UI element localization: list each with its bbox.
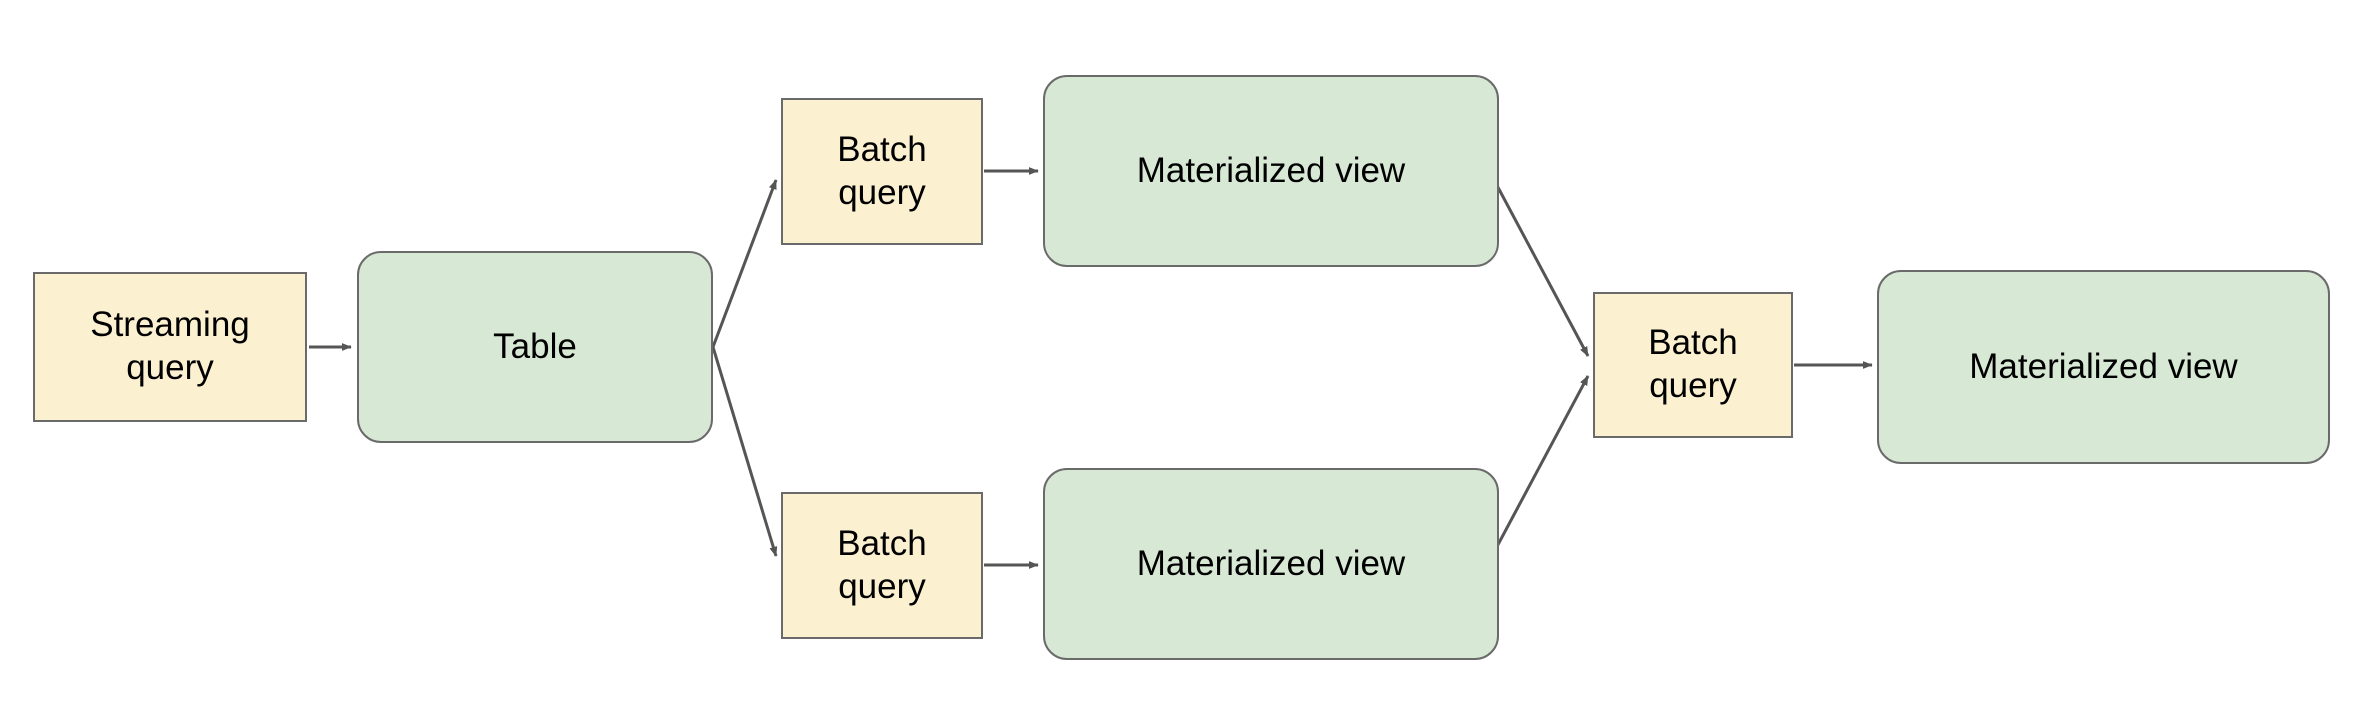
node-batch-query-right-label: Batch query [1648, 323, 1738, 405]
edge-table-to-batch-bottom [711, 346, 778, 557]
node-table-label: Table [493, 326, 577, 366]
edge-mv-bottom-to-batch-right [1491, 375, 1590, 555]
node-materialized-view-right-label: Materialized view [1969, 346, 2238, 386]
node-batch-query-top-label: Batch query [837, 129, 927, 212]
node-batch-query-top[interactable]: Batch query [781, 98, 983, 245]
node-batch-query-bottom[interactable]: Batch query [781, 492, 983, 639]
node-batch-query-right[interactable]: Batch query [1593, 292, 1793, 438]
node-materialized-view-top[interactable]: Materialized view [1043, 75, 1499, 267]
edge-mv-top-to-batch-right [1491, 177, 1590, 357]
node-streaming-query[interactable]: Streaming query [33, 272, 307, 422]
node-materialized-view-bottom[interactable]: Materialized view [1043, 468, 1499, 660]
node-table[interactable]: Table [357, 251, 713, 443]
edge-table-to-batch-top [711, 179, 778, 348]
node-streaming-query-label: Streaming query [90, 305, 250, 387]
node-batch-query-bottom-label: Batch query [837, 523, 927, 606]
node-materialized-view-top-label: Materialized view [1136, 150, 1406, 190]
node-materialized-view-bottom-label: Materialized view [1136, 543, 1406, 583]
node-materialized-view-right[interactable]: Materialized view [1877, 270, 2330, 464]
